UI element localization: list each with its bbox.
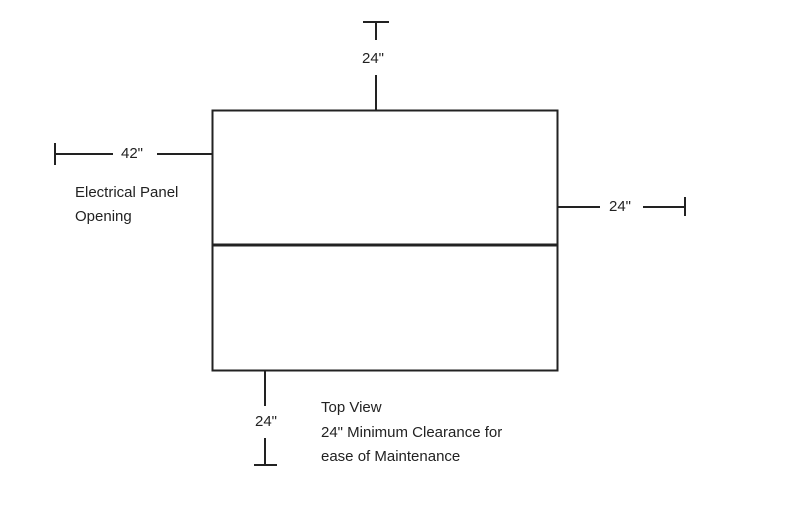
note-line2: 24" Minimum Clearance for: [321, 424, 503, 441]
right-dimension-label: 24": [609, 198, 632, 215]
top-dimension-label: 24": [362, 50, 385, 67]
note-line3: ease of Maintenance: [321, 448, 461, 465]
note-line1: Top View: [321, 399, 382, 416]
panel-label-line2: Opening: [75, 208, 132, 225]
panel-label-line1: Electrical Panel: [75, 184, 179, 201]
bottom-dimension-label: 24": [255, 413, 278, 430]
equipment-box: [211, 109, 559, 372]
left-dimension-label: 42": [121, 145, 144, 162]
